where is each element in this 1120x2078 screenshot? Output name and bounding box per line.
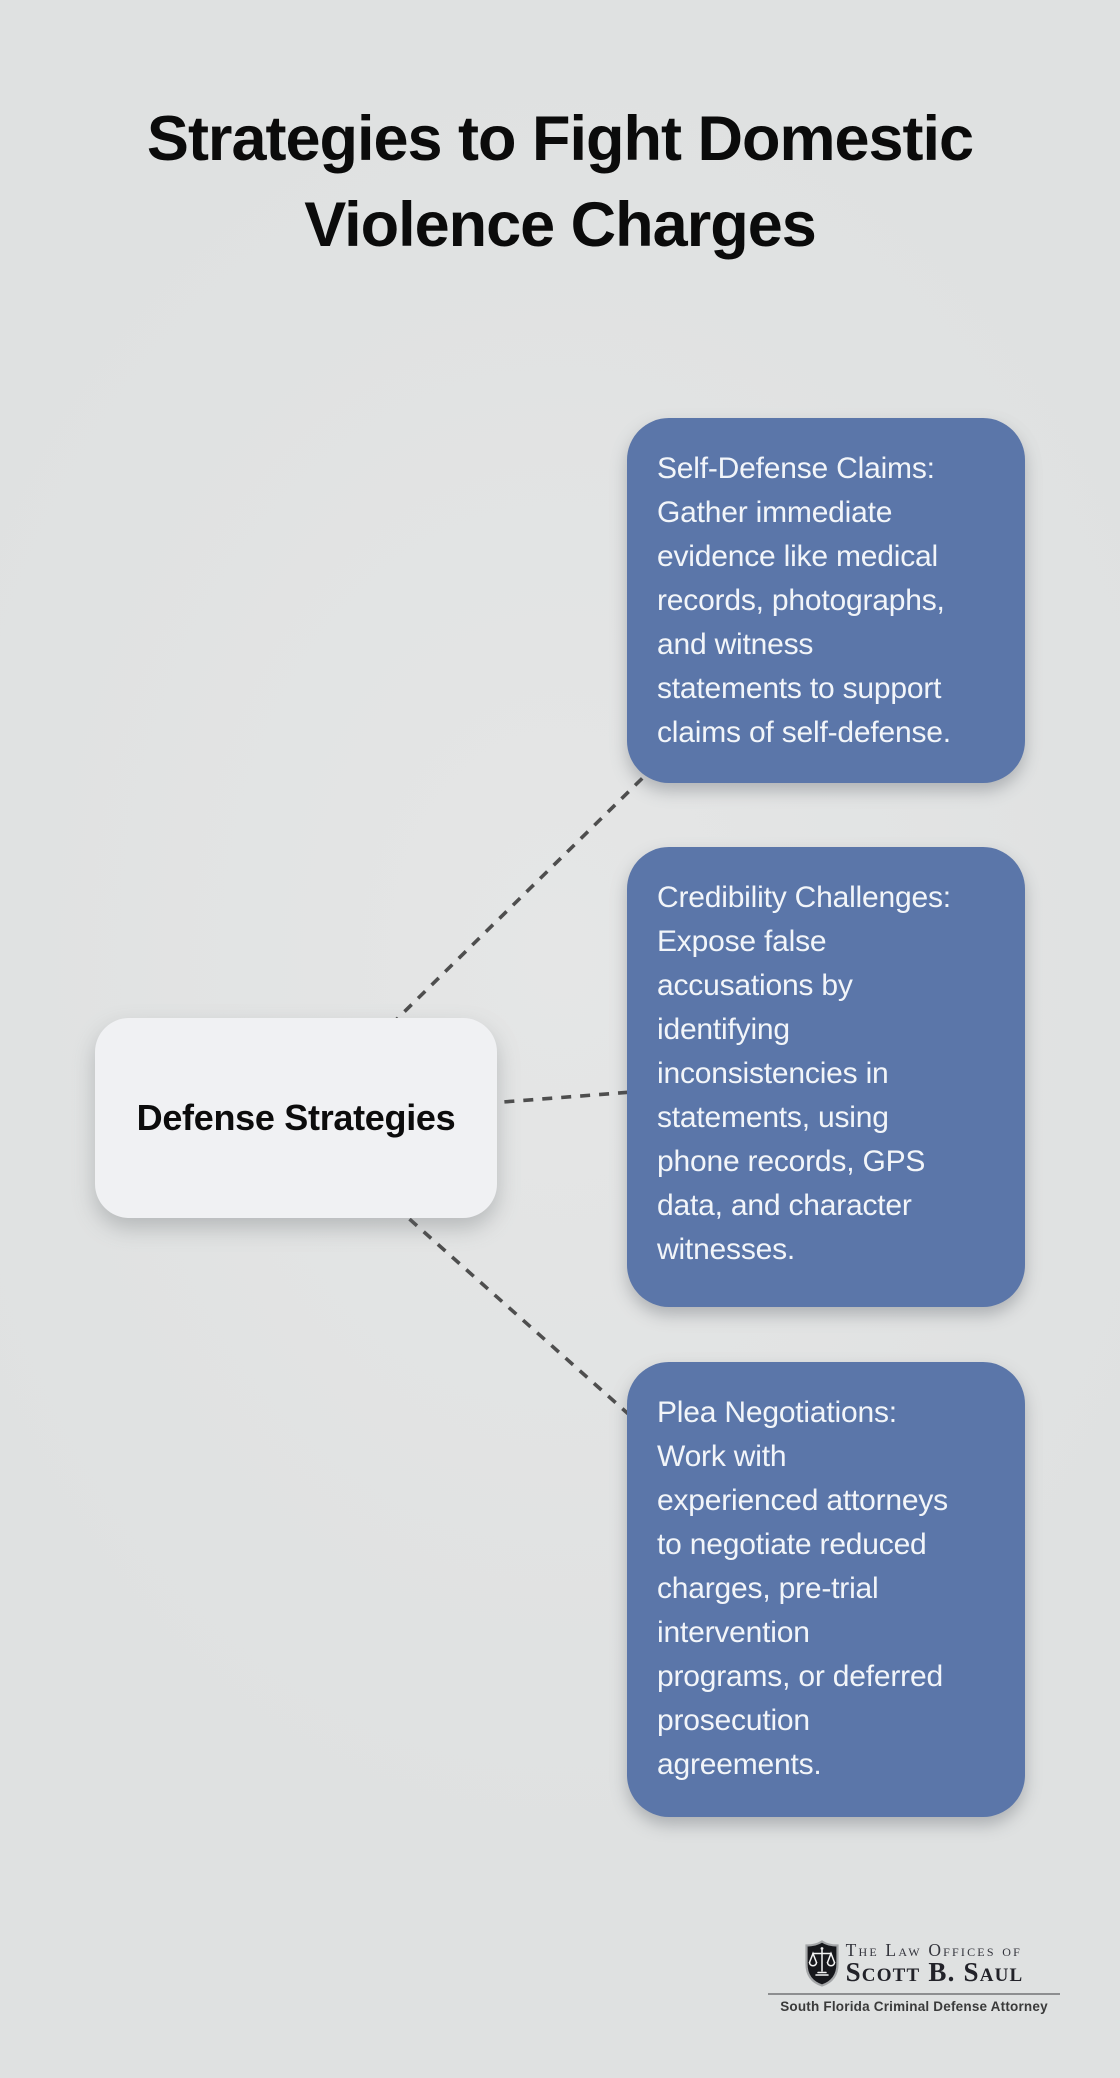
central-node-defense-strategies: Defense Strategies [95, 1018, 497, 1218]
logo-divider [768, 1993, 1060, 1995]
law-firm-logo-row: The Law Offices of Scott B. Saul [768, 1940, 1060, 1987]
strategy-card-self-defense-claims: Self-Defense Claims: Gather immediate ev… [627, 418, 1025, 783]
scales-of-justice-shield-icon [804, 1940, 839, 1987]
central-node-label: Defense Strategies [136, 1097, 456, 1138]
law-firm-tagline: South Florida Criminal Defense Attorney [780, 1999, 1048, 2014]
strategy-card-credibility-challenges: Credibility Challenges: Expose false acc… [627, 847, 1025, 1307]
law-firm-name: Scott B. Saul [845, 1957, 1024, 1987]
law-firm-name-line1: The Law Offices of [845, 1940, 1023, 1960]
page-title: Strategies to Fight Domestic Violence Ch… [146, 104, 974, 260]
law-firm-logo: The Law Offices of Scott B. Saul South F… [768, 1940, 1060, 2014]
law-firm-name-block: The Law Offices of Scott B. Saul [846, 1941, 1024, 1986]
strategy-card-plea-negotiations: Plea Negotiations: Work with experienced… [627, 1362, 1025, 1817]
